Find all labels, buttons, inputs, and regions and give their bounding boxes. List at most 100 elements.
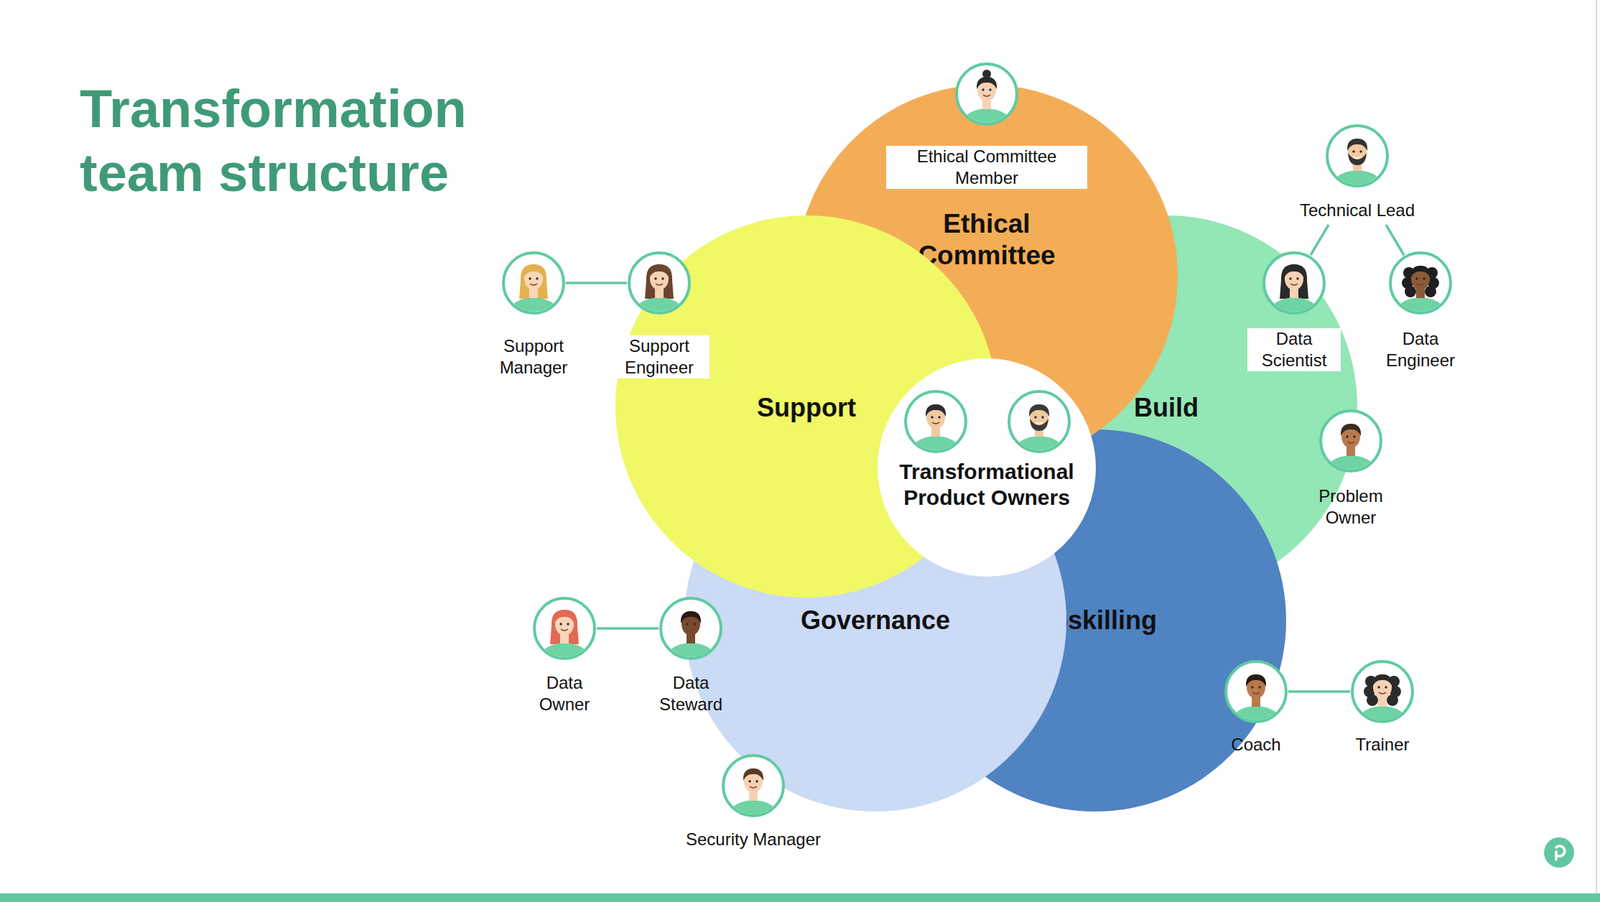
avatar-figure bbox=[663, 611, 719, 663]
role-avatar: Technical Lead bbox=[1325, 124, 1389, 188]
avatar-figure bbox=[631, 264, 687, 318]
avatar-shirt bbox=[1323, 455, 1379, 476]
avatar-eye bbox=[930, 415, 933, 418]
logo-disc bbox=[1543, 837, 1575, 868]
avatar-eye bbox=[654, 277, 657, 280]
avatar-eye bbox=[755, 779, 758, 783]
avatar-hair bbox=[523, 265, 544, 278]
avatar-shirt bbox=[726, 800, 781, 821]
role-label-holder: Problem Owner bbox=[1300, 485, 1402, 529]
role-avatar: Ethical Committee Member bbox=[955, 62, 1019, 126]
role-avatar: Data Engineer bbox=[1388, 251, 1453, 315]
role-label-holder: Support Manager bbox=[483, 335, 584, 379]
role-name: Problem Owner bbox=[1300, 485, 1402, 529]
avatar-shirt bbox=[1266, 297, 1322, 318]
avatar-mouth bbox=[1416, 283, 1425, 286]
avatar-mouth bbox=[1378, 692, 1386, 694]
avatar-eye bbox=[559, 622, 562, 625]
avatar-eye bbox=[1359, 150, 1362, 153]
avatar-shirt bbox=[1329, 170, 1385, 191]
avatar-shape bbox=[532, 596, 597, 660]
role-name: Coach bbox=[1228, 733, 1284, 756]
avatar-shape bbox=[1325, 124, 1389, 188]
avatar-figure bbox=[1355, 674, 1410, 727]
avatar-mouth bbox=[1347, 441, 1355, 444]
avatar-mouth bbox=[1290, 283, 1298, 286]
logo-glyph bbox=[1556, 845, 1565, 860]
avatar-eye bbox=[685, 622, 688, 625]
slide-title: Transformation team structure bbox=[79, 77, 554, 206]
avatar-eye bbox=[535, 277, 538, 280]
role-name: Data Engineer bbox=[1370, 328, 1471, 372]
avatar-mouth bbox=[1353, 156, 1361, 158]
avatar-hair bbox=[1029, 404, 1050, 417]
role-label-holder: Support Engineer bbox=[608, 335, 710, 379]
avatar-curl bbox=[1386, 694, 1399, 706]
avatar-shirt bbox=[1228, 705, 1284, 727]
role-avatar: Data Steward bbox=[659, 596, 723, 660]
avatar-figure bbox=[1266, 264, 1322, 318]
avatar-eye bbox=[1352, 435, 1356, 438]
avatar-eye bbox=[566, 622, 569, 625]
avatar-eye bbox=[1422, 277, 1425, 280]
avatar-beard bbox=[1347, 152, 1367, 166]
avatar-shirt bbox=[1355, 705, 1410, 727]
avatar-hair-back bbox=[550, 609, 579, 645]
avatar-figure bbox=[537, 609, 592, 663]
role-avatar: Support Manager bbox=[501, 251, 566, 315]
avatar-mouth bbox=[560, 629, 569, 631]
avatar-curl bbox=[1404, 285, 1417, 298]
avatar-figure bbox=[908, 404, 964, 457]
avatar-shape bbox=[501, 251, 566, 315]
role-name: Data Scientist bbox=[1247, 328, 1341, 372]
avatar-eye bbox=[1415, 277, 1418, 280]
avatar-shape bbox=[1388, 251, 1453, 315]
avatar-shirt bbox=[1011, 435, 1067, 457]
avatar-eye bbox=[1296, 277, 1299, 280]
avatar-shape bbox=[955, 62, 1019, 126]
avatar-hair bbox=[743, 768, 764, 781]
bottom-bar bbox=[0, 893, 1600, 902]
role-label-holder: Trainer bbox=[1332, 733, 1433, 756]
avatar-hair bbox=[1347, 138, 1368, 151]
center-avatar bbox=[1007, 389, 1071, 454]
avatar-eye bbox=[661, 277, 664, 280]
avatar-mouth bbox=[1252, 692, 1260, 694]
circle-label-holder: Support bbox=[727, 392, 886, 423]
avatar-eye bbox=[748, 779, 751, 783]
connector-line bbox=[1310, 224, 1329, 255]
role-name: Trainer bbox=[1352, 733, 1412, 756]
avatar-shape bbox=[721, 754, 785, 818]
avatar-shirt bbox=[959, 108, 1015, 129]
role-avatar: Trainer bbox=[1350, 659, 1415, 724]
avatar-figure bbox=[1393, 265, 1448, 318]
circle-label-holder: Transformational Product Owners bbox=[884, 458, 1089, 511]
role-name: Data Steward bbox=[647, 672, 734, 716]
role-label-holder: Ethical Committee Member bbox=[886, 145, 1088, 189]
role-avatar: Support Engineer bbox=[627, 251, 691, 315]
avatar-hair-back bbox=[519, 264, 548, 299]
avatar-shirt bbox=[663, 642, 719, 663]
avatar-eye bbox=[1258, 685, 1261, 688]
role-name: Data Owner bbox=[524, 672, 604, 716]
avatar-hair bbox=[680, 611, 701, 624]
connector-line bbox=[596, 626, 659, 630]
avatar-shirt bbox=[908, 435, 964, 457]
avatar-shape bbox=[659, 596, 723, 660]
avatar-eye bbox=[1352, 150, 1355, 153]
avatar-figure bbox=[726, 768, 781, 821]
avatar-hair bbox=[1284, 265, 1305, 278]
avatar-eye bbox=[1041, 415, 1044, 418]
role-name: Support Manager bbox=[483, 335, 584, 379]
avatar-eye bbox=[1289, 277, 1292, 280]
role-label-holder: Data Owner bbox=[524, 672, 604, 716]
avatar-mouth bbox=[749, 786, 757, 788]
avatar-eye bbox=[1384, 685, 1387, 688]
avatar-eye bbox=[981, 88, 984, 91]
avatar-hair bbox=[925, 404, 946, 417]
avatar-figure bbox=[1011, 404, 1067, 457]
role-avatar: Data Scientist bbox=[1262, 251, 1326, 315]
role-label-holder: Technical Lead bbox=[1263, 199, 1451, 222]
avatar-hair bbox=[1410, 265, 1431, 278]
role-label-holder: Data Steward bbox=[647, 672, 734, 716]
